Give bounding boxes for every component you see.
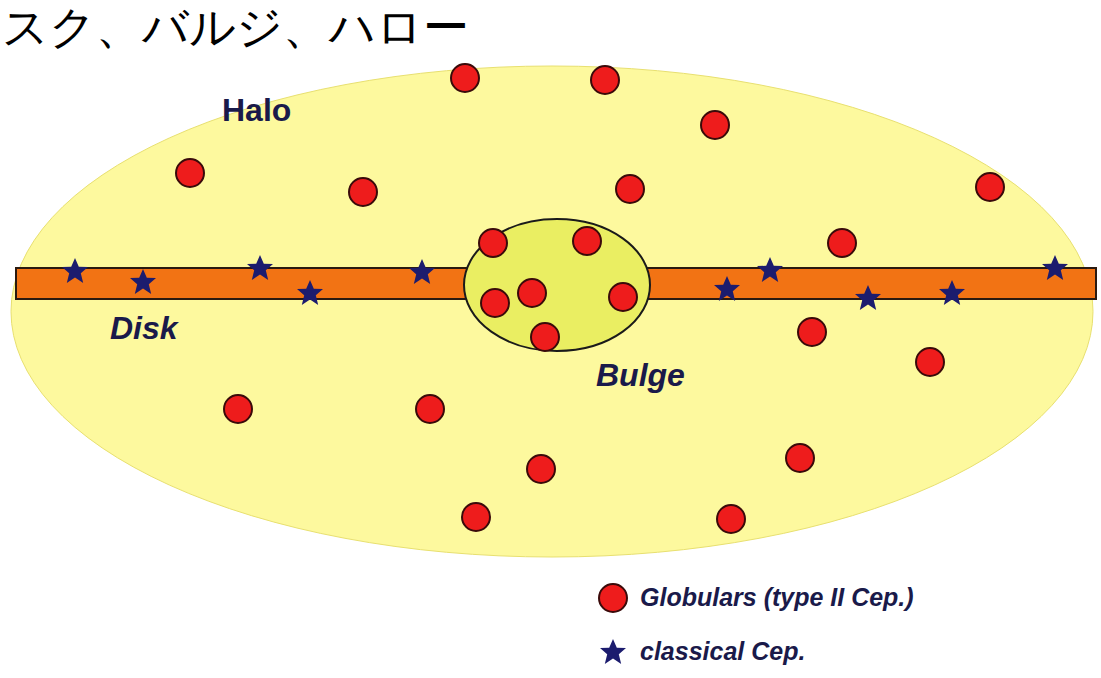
globular-dots (176, 64, 1004, 533)
region-label: Disk (110, 311, 178, 346)
legend-text: classical Cep. (640, 638, 805, 666)
cepheid-stars (62, 255, 1068, 310)
region-label: Bulge (596, 358, 685, 393)
region-label: Halo (222, 93, 291, 128)
halo-region: HaloDiskBulge (10, 65, 1094, 558)
page-title: スク、バルジ、ハロー (2, 2, 469, 53)
legend-text: Globulars (type II Cep.) (640, 584, 914, 612)
legend-symbols (599, 584, 627, 664)
